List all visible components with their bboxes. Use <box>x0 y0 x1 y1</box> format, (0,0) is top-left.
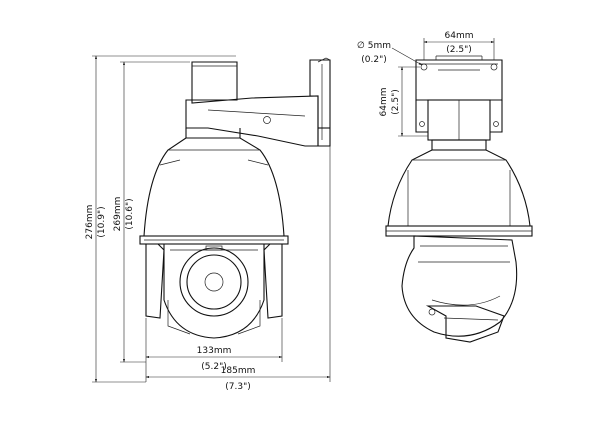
side-lens-icon <box>425 305 505 343</box>
height-total-label: 276mm <box>85 205 95 240</box>
dimension-lines-left <box>92 55 331 383</box>
lens-icon <box>186 254 242 310</box>
width-body-label: 133mm <box>197 346 232 356</box>
mount-hole-right-icon <box>490 63 498 71</box>
mount-hole-left-icon <box>420 63 428 71</box>
hole-diameter-imperial: (0.2") <box>361 55 386 65</box>
mount-width-label: 64mm <box>445 31 474 41</box>
width-body-imperial: (5.2") <box>201 362 226 372</box>
dome-housing <box>143 137 285 237</box>
width-total-label: 185mm <box>221 366 256 376</box>
mount-plate <box>415 59 503 101</box>
camera-head <box>163 243 265 339</box>
mount-height-label: 64mm <box>379 88 389 117</box>
right-ir-panel <box>263 243 283 319</box>
wall-plate <box>309 59 331 147</box>
front-view <box>139 57 331 339</box>
mount-width-imperial: (2.5") <box>446 45 471 55</box>
dome-neck <box>185 128 241 139</box>
hole-diameter-label: ∅ 5mm <box>357 41 391 51</box>
side-camera-head <box>401 235 518 337</box>
width-total-imperial: (7.3") <box>225 382 250 392</box>
side-dome-housing <box>387 149 531 227</box>
side-view <box>385 55 533 343</box>
lens-outer-ring <box>179 247 249 317</box>
height-total-imperial: (10.9") <box>97 206 107 237</box>
dimension-lines-right <box>391 38 495 137</box>
height-body-label: 269mm <box>113 197 123 232</box>
mount-column <box>191 61 238 101</box>
bracket-screw-icon <box>263 116 271 124</box>
mount-height-imperial: (2.5") <box>391 89 401 114</box>
height-body-imperial: (10.6") <box>125 198 135 229</box>
left-ir-panel <box>145 243 165 319</box>
